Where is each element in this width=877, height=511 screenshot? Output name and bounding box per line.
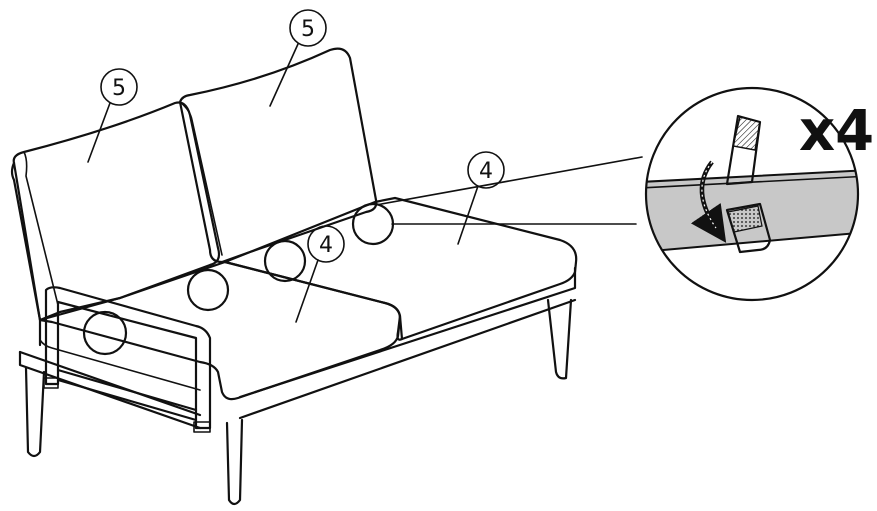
- velcro-position-1: [82, 310, 128, 356]
- velcro-position-3: [263, 239, 307, 283]
- armrest: [43, 286, 212, 433]
- leg-back-right: [546, 298, 573, 380]
- svg-text:4: 4: [479, 159, 493, 184]
- leg-front-left: [24, 366, 46, 458]
- velcro-position-2: [186, 268, 230, 312]
- callout-seat-left: 4: [295, 225, 345, 323]
- svg-text:5: 5: [112, 76, 126, 101]
- detail-leader-line: [375, 156, 643, 225]
- svg-text:5: 5: [301, 17, 315, 42]
- svg-text:4: 4: [319, 233, 333, 258]
- callout-seat-right: 4: [457, 151, 505, 245]
- callout-backrest-right: 5: [269, 9, 327, 107]
- side-panel: [10, 161, 42, 347]
- backrest-cushion-right: [178, 47, 378, 264]
- quantity-multiplier: x4: [799, 99, 874, 164]
- sofa-base-frame: [18, 266, 577, 430]
- callout-backrest-left: 5: [87, 68, 138, 163]
- velcro-detail-view: [644, 86, 860, 302]
- leg-front-right: [225, 418, 244, 506]
